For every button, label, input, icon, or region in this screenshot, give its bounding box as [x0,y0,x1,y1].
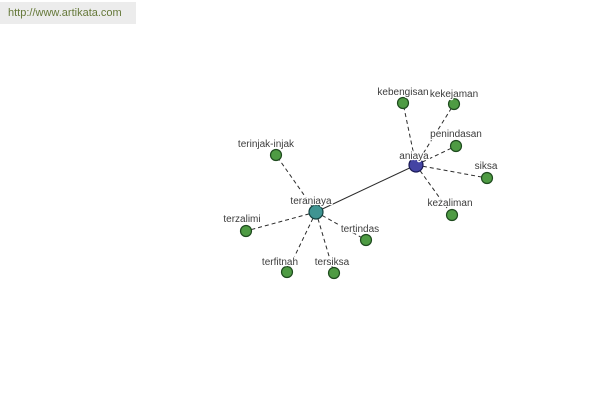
graph-node-label-tersiksa[interactable]: tersiksa [314,256,351,270]
graph-node-label-terinjak-injak[interactable]: terinjak-injak [237,138,297,152]
graph-node-label-terzalimi[interactable]: terzalimi [222,213,262,227]
graph-node-siksa[interactable] [480,171,494,185]
graph-node-label-kekejaman[interactable]: kekejaman [429,88,480,102]
graph-node-terfitnah[interactable] [280,265,294,279]
graph-node-label-tertindas[interactable]: tertindas [340,223,381,237]
graph-node-terzalimi[interactable] [239,224,253,238]
graph-node-label-teraniaya[interactable]: teraniaya [289,195,333,209]
graph-node-penindasan[interactable] [449,139,463,153]
graph-node-tertindas[interactable] [359,233,373,247]
graph-node-label-siksa[interactable]: siksa [473,160,499,174]
graph-node-kezaliman[interactable] [445,208,459,222]
graph-node-label-penindasan[interactable]: penindasan [429,128,483,142]
graph-node-label-aniaya[interactable]: aniaya [398,150,430,164]
graph-node-tersiksa[interactable] [327,266,341,280]
graph-node-label-kebengisan[interactable]: kebengisan [376,86,430,100]
graph-node-kekejaman[interactable] [447,97,461,111]
source-url-label: http://www.artikata.com [0,2,136,24]
graph-node-label-terfitnah[interactable]: terfitnah [261,256,300,270]
graph-node-terinjak-injak[interactable] [269,148,283,162]
graph-node-kebengisan[interactable] [396,96,410,110]
graph-node-aniaya[interactable] [408,157,424,173]
graph-node-label-kezaliman[interactable]: kezaliman [426,197,474,211]
graph-node-teraniaya[interactable] [308,204,324,220]
